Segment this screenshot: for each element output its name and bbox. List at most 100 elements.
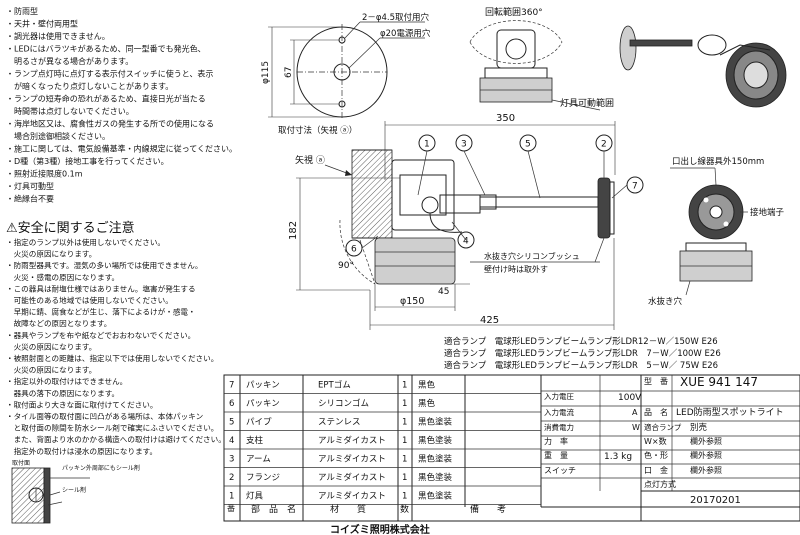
safety-line: ・タイル面等の取付面に凹凸がある場所は、本体パッキン xyxy=(6,411,203,421)
safety-line: ・被照射面との距離は、指定以下では使用しないでください。 xyxy=(6,353,218,363)
rotation-view: 回転範囲360° 灯具可動範囲 xyxy=(469,6,614,111)
parts-finish: 黒色 xyxy=(418,380,436,391)
safety-line: ・指定のランプ以外は使用しないでください。 xyxy=(6,237,165,247)
spec-date: 20170201 xyxy=(690,495,741,506)
parts-no: 6 xyxy=(229,399,234,409)
safety-line: 火災・感電の原因になります。 xyxy=(6,272,119,282)
lamp-list: 適合ランプ 電球形LEDランプビームランプ形LDR12－W／150W E26 適… xyxy=(444,336,721,371)
spec-color: 欄外参照 xyxy=(690,450,722,460)
seal-detail-drawing: 取付面 パッキン外周部にもシール剤 シール剤 xyxy=(11,459,140,524)
dim-182: 182 xyxy=(288,221,299,240)
spec-voltage-label: 入力電圧 xyxy=(544,391,574,401)
spec-voltage: 100V xyxy=(618,393,642,403)
spec-base-label: 口 金 xyxy=(644,465,668,475)
parts-qty: 1 xyxy=(402,473,407,483)
header-qty: 数 xyxy=(400,503,409,515)
parts-material: シリコンゴム xyxy=(318,398,369,409)
spec-model-label: 型 番 xyxy=(644,376,668,386)
balloon-number: 2 xyxy=(601,140,607,150)
ground-label: 接地端子 xyxy=(750,207,785,218)
note-line: が暗くなったり点灯しないことがあります。 xyxy=(6,81,173,91)
safety-line: 火災の原因になります。 xyxy=(6,366,96,375)
safety-line: 指定外の取付けは浸水の原因になります。 xyxy=(6,446,157,456)
note-line: ・D種（第3種）接地工事を行ってください。 xyxy=(6,156,169,166)
dim-425: 425 xyxy=(480,315,499,326)
safety-line: ・器具やランプを布や紙などでおおわないでください。 xyxy=(6,330,195,340)
spec-lamp: 別売 xyxy=(690,422,708,433)
dim-45: 45 xyxy=(438,287,449,297)
note-line: ・照射近接限度0.1m xyxy=(6,169,83,179)
safety-line: ・防雨型器具です。湿気の多い場所では使用できません。 xyxy=(6,260,202,270)
safety-title: ⚠安全に関するご注意 xyxy=(6,220,135,236)
parts-name: パッキン xyxy=(246,399,280,409)
parts-finish: 黒色塗装 xyxy=(418,417,453,428)
parts-no: 2 xyxy=(229,473,234,483)
spec-wattage: 欄外参照 xyxy=(690,436,722,446)
balloon-number: 3 xyxy=(461,140,467,150)
note-line: ・LEDにはバラツキがあるため、同一型番でも発光色、 xyxy=(6,44,206,54)
note-line: ・施工に関しては、電気設備基準・内線規定に従ってください。 xyxy=(6,144,237,154)
notes-block: ・防雨型・天井・壁付両用型・調光器は使用できません。・LEDにはバラツキがあるた… xyxy=(6,6,237,204)
parts-material: アルミダイカスト xyxy=(318,435,386,446)
balloon-number: 1 xyxy=(424,140,430,150)
note-line: ・調光器は使用できません。 xyxy=(6,31,110,41)
side-view: 350 182 矢視 ⓐ 425 xyxy=(288,113,644,330)
balloon-circle xyxy=(457,231,475,249)
movable-label: 灯具可動範囲 xyxy=(560,97,614,109)
balloon-number: 4 xyxy=(463,237,469,247)
lamp-line-3: 適合ランプ 電球形LEDランプビームランプ形LDR 5－W／ 75W E26 xyxy=(444,360,718,371)
parts-name: 灯具 xyxy=(246,491,264,502)
parts-name: パイプ xyxy=(246,418,272,428)
balloon-number: 5 xyxy=(525,140,531,150)
parts-material: ステンレス xyxy=(318,418,361,428)
spec-wattage-label: W×数 xyxy=(644,436,667,446)
company-name: コイズミ照明株式会社 xyxy=(330,523,430,535)
note-line: ・灯具可動型 xyxy=(6,181,54,191)
bushing-label-2: 壁付け時は取外す xyxy=(484,264,548,274)
header-name: 部 品 名 xyxy=(251,503,296,515)
parts-qty: 1 xyxy=(402,381,407,391)
seal-sealant-label: シール剤 xyxy=(62,486,86,494)
parts-name: 支柱 xyxy=(246,435,264,446)
spec-weight: 1.3 kg xyxy=(604,452,632,462)
back-view: 口出し線器具外150mm 接地端子 水抜き穴 xyxy=(648,156,785,307)
safety-line: また、背面より水のかかる構造への取付けは避けてください。 xyxy=(6,434,226,444)
spec-model: XUE 941 147 xyxy=(680,375,758,389)
note-line: 場合別途御相談ください。 xyxy=(6,131,110,141)
cable-hole-label: φ20電源用穴 xyxy=(380,28,431,39)
header-remarks: 備 考 xyxy=(470,503,506,515)
parts-qty: 1 xyxy=(402,399,407,409)
spec-switch-label: スイッチ xyxy=(544,466,576,475)
note-line: ・ランプの短寿命の恐れがあるため、直接日光が当たる xyxy=(6,94,206,104)
header-material: 材 質 xyxy=(330,503,366,515)
balloon-number: 7 xyxy=(632,182,638,192)
bushing-label: 水抜き穴シリコンブッシュ xyxy=(484,251,580,261)
lead-label: 口出し線器具外150mm xyxy=(672,156,764,167)
dim-350: 350 xyxy=(496,113,515,124)
parts-qty: 1 xyxy=(402,418,407,428)
note-line: ・防雨型 xyxy=(6,6,38,16)
spec-factor-label: 力 率 xyxy=(544,436,568,446)
safety-line: と取付面の隙間を防水シール剤で確実にふさいでください。 xyxy=(6,423,218,433)
spec-lighting-label: 点灯方式 xyxy=(644,479,676,489)
safety-block: ・指定のランプ以外は使用しないでください。 火災の原因になります。 ・防雨型器具で… xyxy=(6,237,226,456)
parts-material: EPTゴム xyxy=(318,380,351,391)
parts-finish: 黒色塗装 xyxy=(418,491,453,502)
header-no: 番 xyxy=(227,503,235,513)
spec-product-label: 品 名 xyxy=(644,407,668,417)
safety-line: ・指定以外の取付けはできません。 xyxy=(6,376,127,386)
lamp-line-1: 適合ランプ 電球形LEDランプビームランプ形LDR12－W／150W E26 xyxy=(444,336,718,347)
parts-no: 1 xyxy=(229,492,234,502)
parts-no: 7 xyxy=(229,381,234,391)
note-line: ・絶縁台不要 xyxy=(6,194,54,204)
note-line: ・ランプ点灯時に点灯する表示付スイッチに使うと、表示 xyxy=(6,69,213,79)
dim-67: 67 xyxy=(284,67,294,78)
seal-wall-label: 取付面 xyxy=(12,459,30,467)
lamp-line-2: 適合ランプ 電球形LEDランプビームランプ形LDR 7－W／100W E26 xyxy=(444,348,721,359)
safety-line: ・取付面より大きな面に取付けてください。 xyxy=(6,399,158,409)
mount-plate-view: φ115 67 2－φ4.5取付用穴 φ20電源用穴 取付寸法（矢視 ⓐ） xyxy=(261,12,431,136)
parts-material: アルミダイカスト xyxy=(318,491,386,502)
angle-90: 90° xyxy=(338,261,354,271)
parts-qty: 1 xyxy=(402,455,407,465)
